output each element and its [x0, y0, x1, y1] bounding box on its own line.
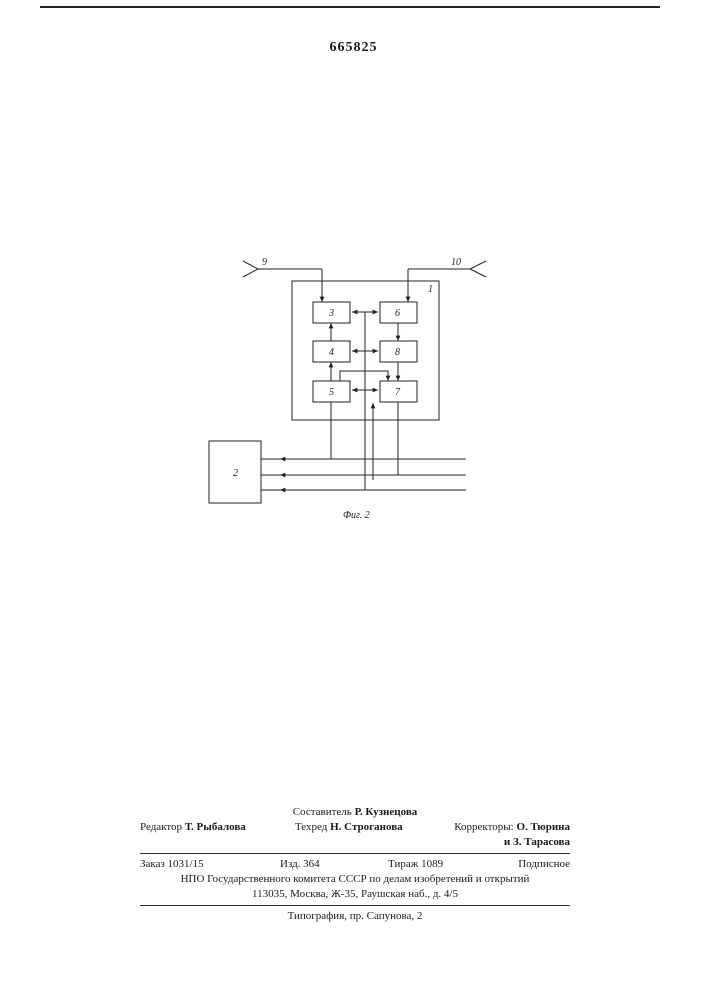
imprint-rule-2 — [140, 905, 570, 906]
label-block-1: 1 — [428, 284, 433, 295]
label-block-7: 7 — [395, 387, 401, 398]
compiler-role: Составитель — [293, 806, 352, 818]
editor-role: Редактор — [140, 821, 182, 833]
label-antenna-10: 10 — [451, 257, 461, 268]
label-antenna-9: 9 — [262, 257, 267, 268]
imprint-rule — [140, 853, 570, 854]
org-line-2: 113035, Москва, Ж-35, Раушская наб., д. … — [140, 887, 570, 902]
techred-role: Техред — [295, 821, 327, 833]
label-block-8: 8 — [395, 347, 400, 358]
org-line-1: НПО Государственного комитета СССР по де… — [140, 872, 570, 887]
compiler-row: Составитель Р. Кузнецова — [140, 805, 570, 820]
techred-name: Н. Строганова — [330, 821, 403, 833]
order-row: Заказ 1031/15 Изд. 364 Тираж 1089 Подпис… — [140, 857, 570, 872]
circulation: Тираж 1089 — [388, 857, 443, 872]
label-block-5: 5 — [329, 387, 334, 398]
antenna-9 — [243, 261, 258, 277]
correctors-role: Корректоры: — [454, 821, 513, 833]
label-block-6: 6 — [395, 308, 400, 319]
compiler-name: Р. Кузнецова — [355, 806, 418, 818]
figure-caption: Фиг. 2 — [343, 510, 370, 521]
subscription: Подписное — [518, 857, 570, 872]
editor-name: Т. Рыбалова — [185, 821, 246, 833]
imprint-block: Составитель Р. Кузнецова Редактор Т. Рыб… — [140, 805, 570, 924]
printing-house: Типография, пр. Сапунова, 2 — [140, 909, 570, 924]
label-block-3: 3 — [328, 308, 334, 319]
editors-row: Редактор Т. Рыбалова Техред Н. Строганов… — [140, 820, 570, 835]
label-block-4: 4 — [329, 347, 334, 358]
corrector1-name: О. Тюрина — [516, 821, 570, 833]
corrector2-name: и З. Тарасова — [504, 836, 570, 848]
label-block-2: 2 — [233, 468, 238, 479]
edition-number: Изд. 364 — [280, 857, 320, 872]
antenna-10 — [470, 261, 486, 277]
order-number: Заказ 1031/15 — [140, 857, 204, 872]
corrector2-row: и З. Тарасова — [140, 835, 570, 850]
